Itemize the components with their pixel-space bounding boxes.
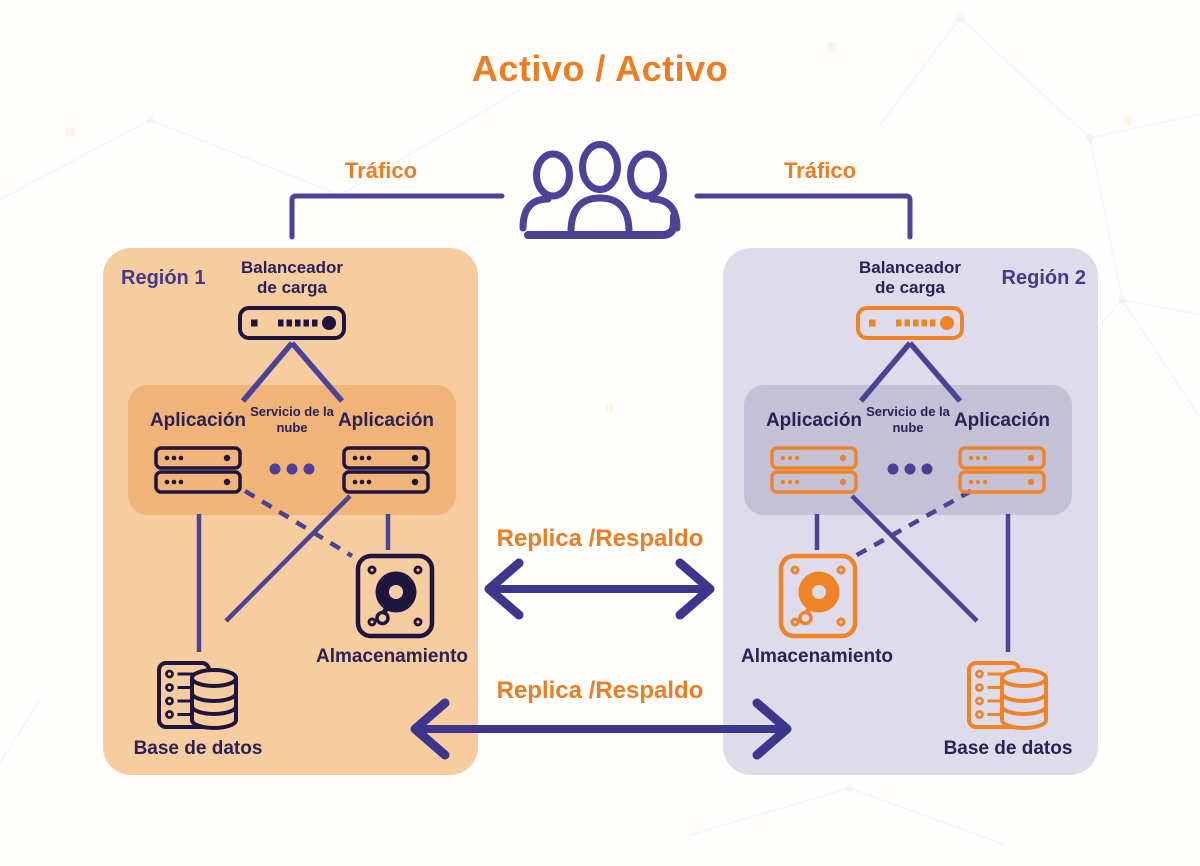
replication-label-bottom: Replica /Respaldo: [496, 677, 704, 704]
server-stack-icon: [342, 446, 430, 494]
diagram-title: Activo / Activo: [471, 48, 729, 89]
region-1-app-left-label: Aplicación: [149, 410, 247, 431]
load-balancer-icon: [238, 306, 346, 340]
load-balancer-icon: [856, 306, 964, 340]
replication-label-top: Replica /Respaldo: [496, 525, 704, 552]
region-2-app-right-label: Aplicación: [953, 410, 1051, 431]
users-icon: [519, 141, 681, 239]
region-1-name: Región 1: [121, 267, 206, 289]
ellipsis-dots-icon: [269, 463, 315, 475]
ellipsis-dots-icon: [887, 463, 933, 475]
region-1-storage-label: Almacenamiento: [315, 646, 469, 667]
region-2-storage-label: Almacenamiento: [740, 646, 894, 667]
database-icon: [967, 661, 1048, 730]
server-stack-icon: [770, 446, 858, 494]
traffic-label-left: Tráfico: [344, 158, 418, 183]
traffic-label-right: Tráfico: [783, 158, 857, 183]
server-stack-icon: [154, 446, 242, 494]
region-1-cloud-service-label: Servicio de la nube: [250, 404, 334, 435]
disk-storage-icon: [778, 553, 858, 639]
region-1-database-label: Base de datos: [133, 738, 263, 759]
region-2-cloud-service-label: Servicio de la nube: [866, 404, 950, 435]
region-2-load-balancer-label: Balanceador de carga: [858, 258, 962, 298]
server-stack-icon: [958, 446, 1046, 494]
database-icon: [157, 661, 238, 730]
disk-storage-icon: [355, 553, 435, 639]
region-2-database-label: Base de datos: [943, 738, 1073, 759]
region-1-app-right-label: Aplicación: [337, 410, 435, 431]
region-2-name: Región 2: [1001, 267, 1086, 289]
region-2-app-left-label: Aplicación: [765, 410, 863, 431]
region-1-load-balancer-label: Balanceador de carga: [240, 258, 344, 298]
